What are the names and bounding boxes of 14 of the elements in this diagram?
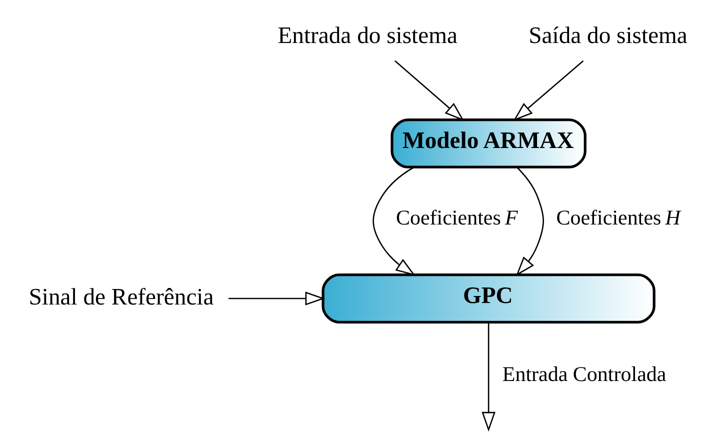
node-text: Entrada do sistema bbox=[278, 22, 458, 49]
node-box: GPC bbox=[322, 274, 656, 324]
node-text: Sinal de Referência bbox=[28, 284, 214, 310]
node-box: Modelo ARMAX bbox=[390, 118, 586, 168]
edge-label: Coeficientes H bbox=[556, 206, 680, 230]
arrow bbox=[228, 292, 326, 306]
arrow bbox=[394, 60, 464, 121]
edge-label: Entrada Controlada bbox=[502, 362, 666, 386]
edge-label: Coeficientes F bbox=[396, 206, 518, 230]
node-text: Saída do sistema bbox=[528, 22, 688, 49]
arrow bbox=[516, 167, 544, 276]
arrow bbox=[482, 322, 496, 432]
arrow bbox=[372, 166, 416, 276]
arrow bbox=[513, 60, 584, 121]
